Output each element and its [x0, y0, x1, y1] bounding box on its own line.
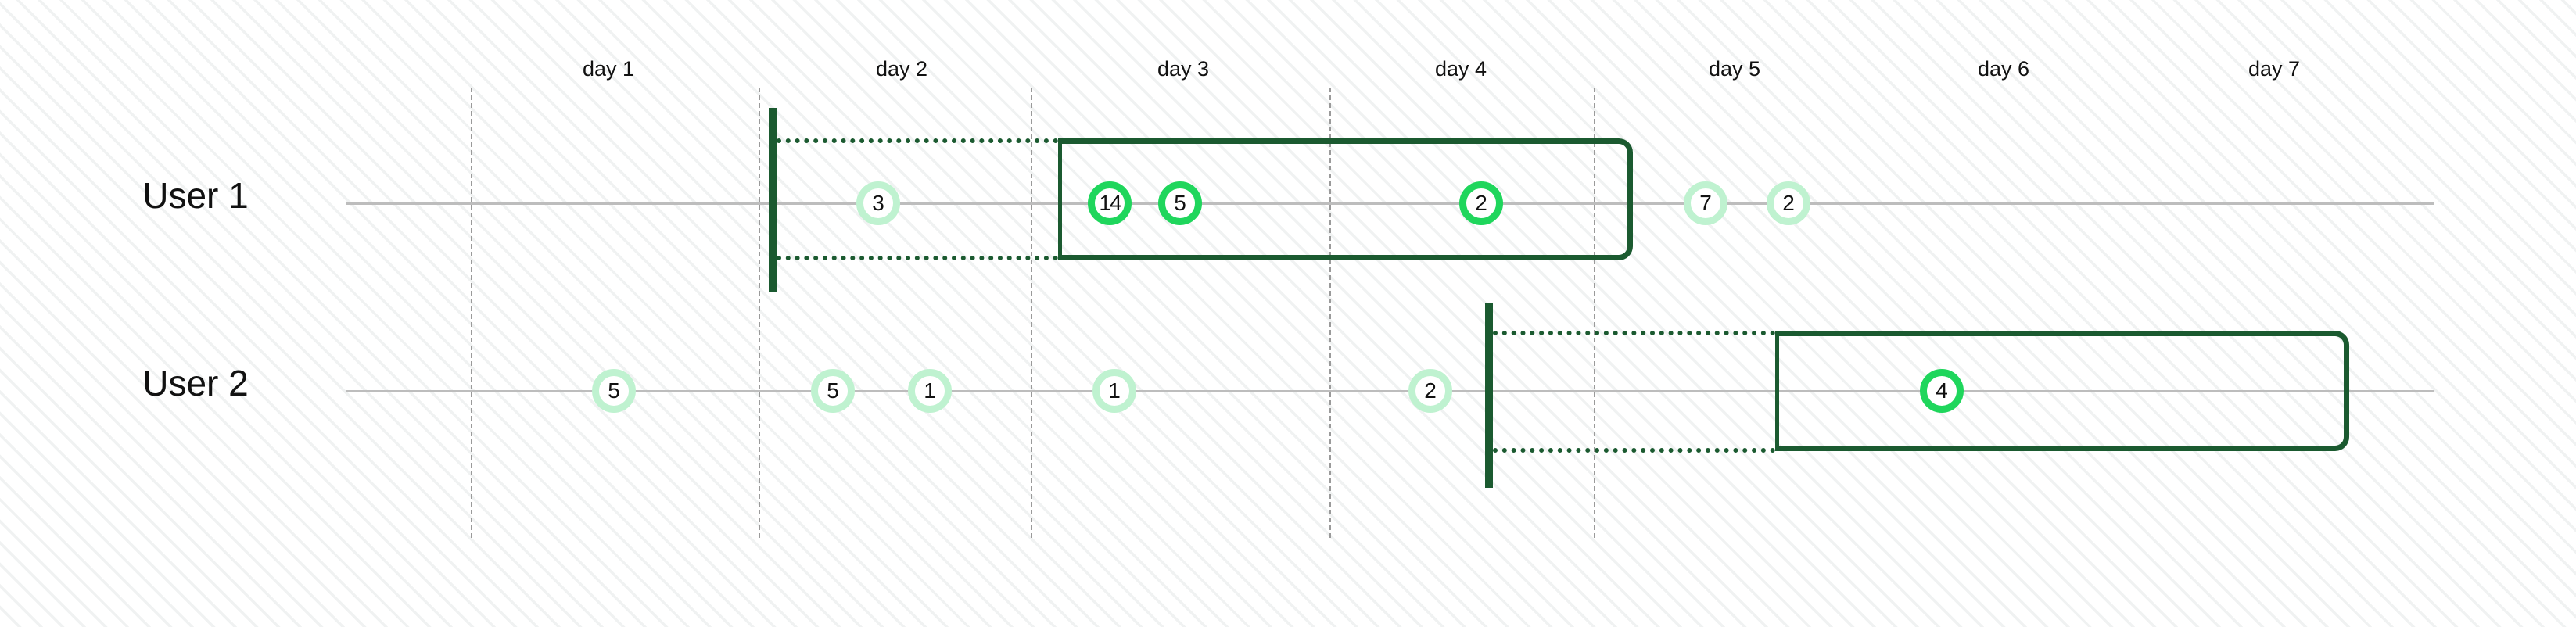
dotted-connector-bottom	[1493, 448, 1775, 453]
event-dot: 1	[1092, 369, 1136, 413]
dotted-connector-top	[1493, 331, 1775, 335]
day-label-3: day 3	[1157, 57, 1210, 81]
row-label: User 2	[142, 363, 249, 403]
gridline	[471, 88, 472, 538]
event-dot: 5	[1158, 181, 1202, 225]
start-marker-bar	[769, 108, 777, 292]
day-label-6: day 6	[1977, 57, 2030, 81]
day-label-5: day 5	[1708, 57, 1761, 81]
event-dot: 1	[908, 369, 952, 413]
event-dot: 7	[1684, 181, 1727, 225]
row-baseline	[346, 389, 2434, 392]
active-period-box	[1058, 138, 1633, 260]
event-dot: 5	[811, 369, 855, 413]
gridline	[1031, 88, 1032, 538]
dotted-connector-bottom	[777, 256, 1058, 260]
gridline	[759, 88, 760, 538]
start-marker-bar	[1485, 303, 1493, 488]
row-label: User 1	[142, 175, 249, 216]
event-dot: 2	[1459, 181, 1503, 225]
event-dot: 3	[856, 181, 900, 225]
row-baseline	[346, 202, 2434, 205]
day-label-4: day 4	[1434, 57, 1487, 81]
dotted-connector-top	[777, 138, 1058, 143]
event-dot: 4	[1920, 369, 1964, 413]
active-period-box	[1775, 331, 2349, 451]
event-dot: 2	[1767, 181, 1810, 225]
event-dot: 2	[1408, 369, 1452, 413]
day-label-7: day 7	[2248, 57, 2301, 81]
gridline	[1594, 88, 1595, 538]
event-dot: 5	[592, 369, 636, 413]
gridline	[1329, 88, 1331, 538]
day-label-2: day 2	[875, 57, 928, 81]
event-dot: 14	[1088, 181, 1132, 225]
day-label-1: day 1	[582, 57, 635, 81]
